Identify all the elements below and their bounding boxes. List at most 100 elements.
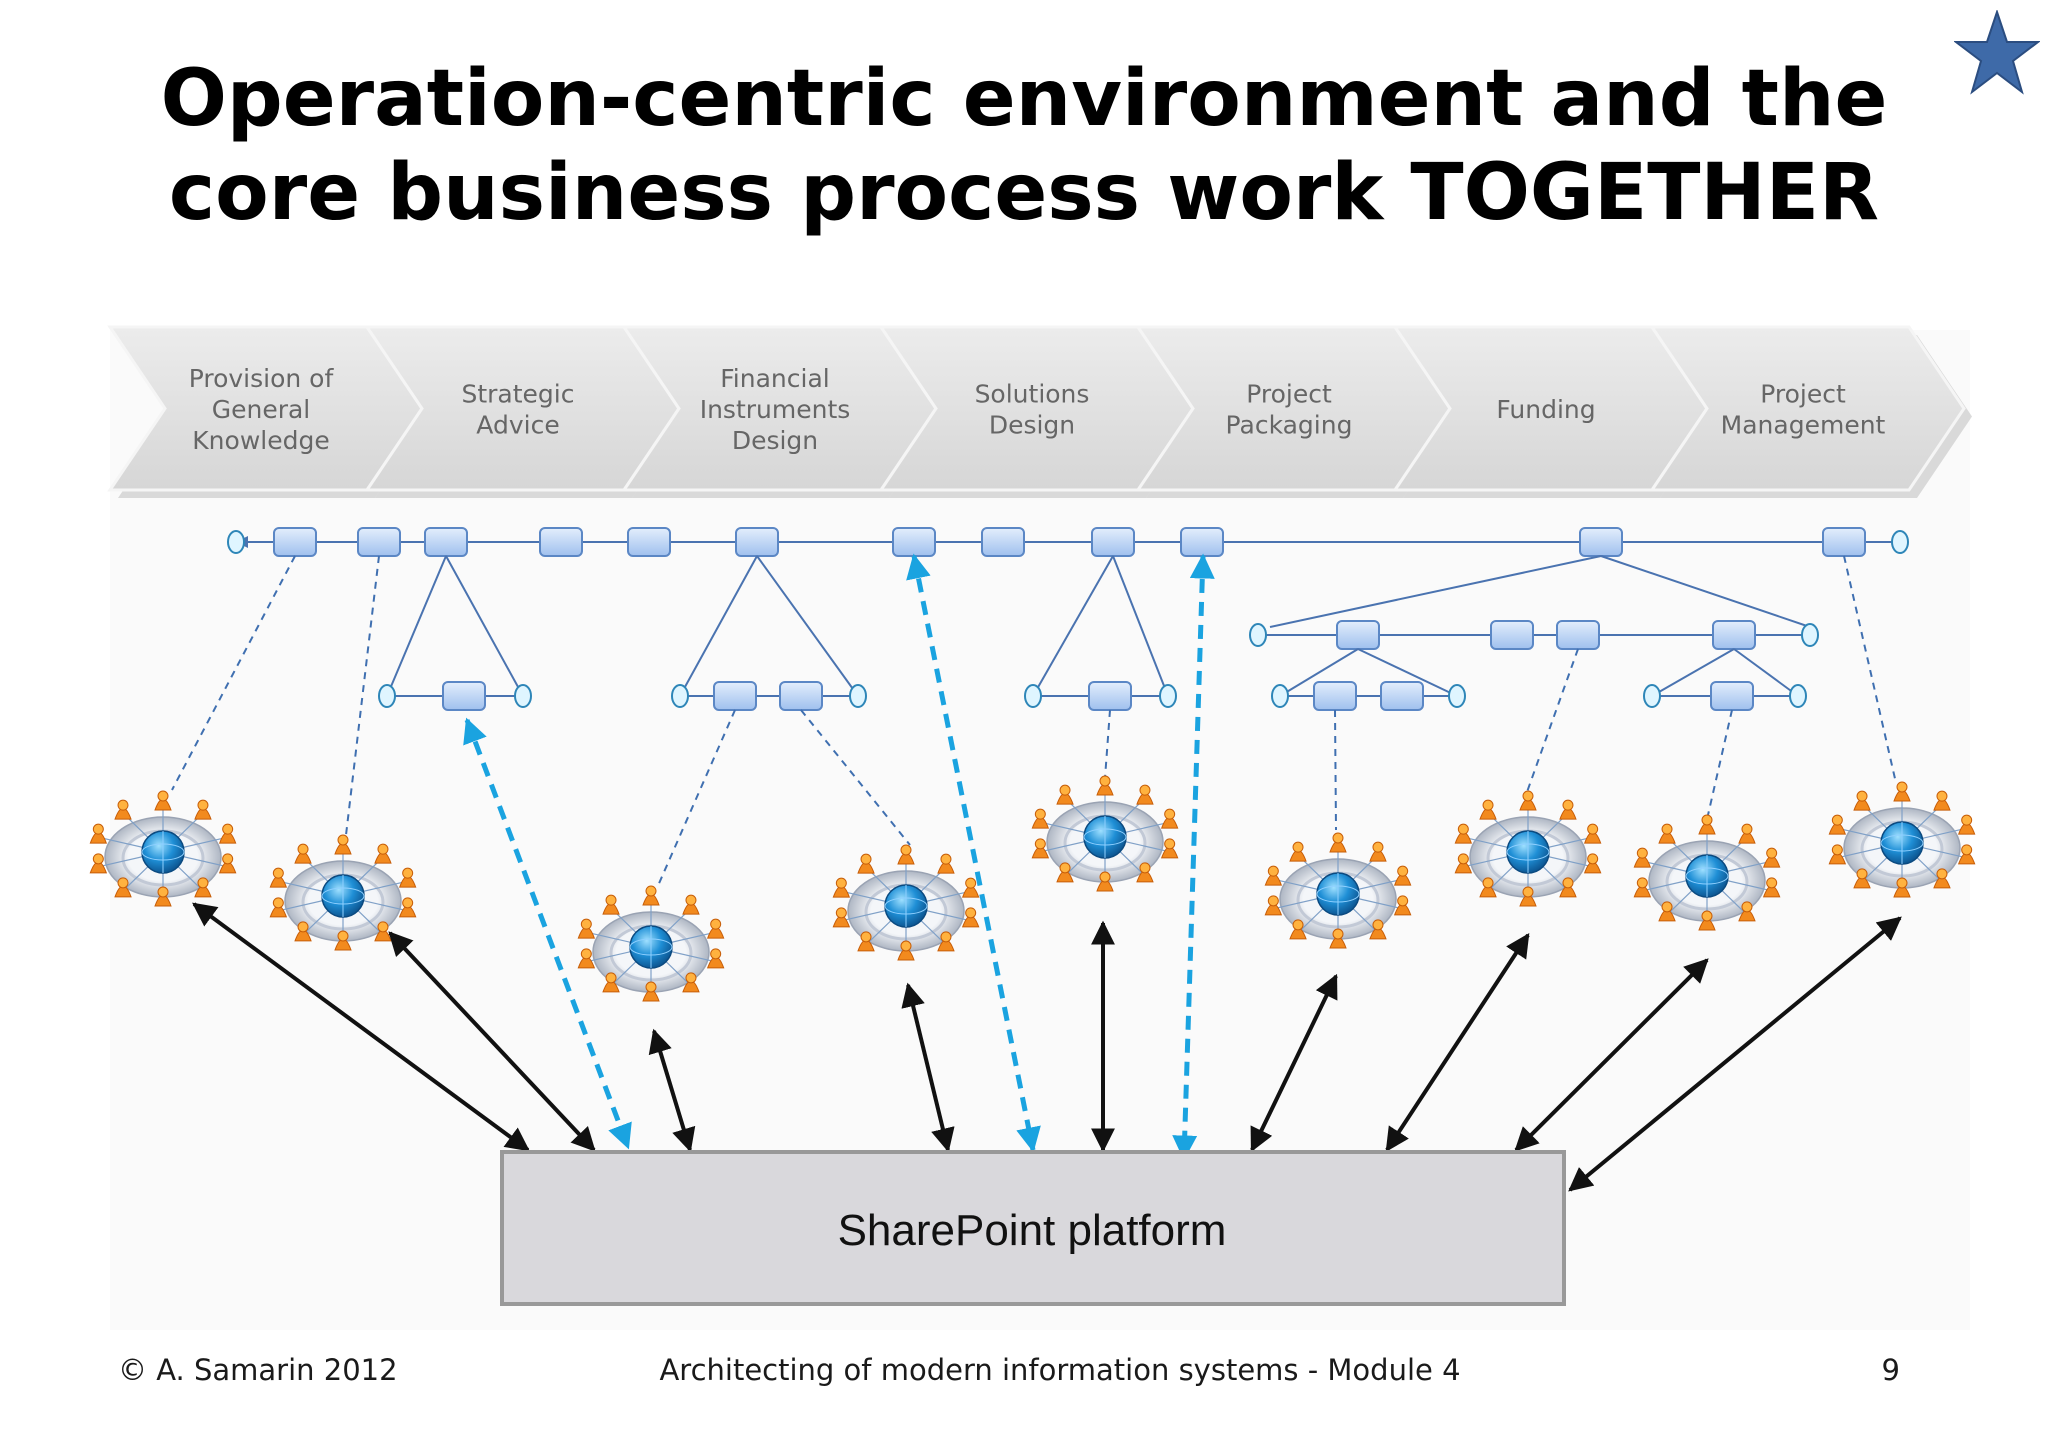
cluster-node-head [337, 834, 349, 846]
flow-line [1651, 648, 1735, 697]
chevron-label: Packaging [1226, 411, 1353, 440]
cluster-node-head [860, 931, 872, 943]
flow-line [1279, 648, 1359, 697]
cluster-node-head [1741, 901, 1753, 913]
task-box [1088, 681, 1132, 711]
cluster-node-head [1831, 814, 1843, 826]
event-circle [227, 530, 245, 554]
cluster-node-head [1059, 784, 1071, 796]
cluster-node-head [377, 921, 389, 933]
cluster-node-head [900, 940, 912, 952]
dashed-link [1104, 709, 1111, 779]
event-circle [1801, 623, 1819, 647]
event-circle [671, 684, 689, 708]
operation-cluster [1031, 775, 1179, 892]
chevron-label: Project [1246, 380, 1332, 409]
cluster-node-head [1636, 877, 1648, 889]
cluster-node-head [1701, 814, 1713, 826]
flow-line [756, 555, 859, 697]
process-link-arrow [906, 553, 1041, 1153]
cluster-node-head [605, 972, 617, 984]
star-icon [1954, 10, 2040, 95]
cluster-node-head [157, 790, 169, 802]
chevron-shape [1649, 325, 1966, 492]
cluster-node-head [1522, 790, 1534, 802]
cluster-node-head [1164, 838, 1176, 850]
event-circle [1448, 684, 1466, 708]
task-box [981, 527, 1025, 557]
cluster-node-head [1397, 865, 1409, 877]
dashed-link [171, 555, 296, 791]
page-number: 9 [1881, 1353, 1900, 1387]
cluster-node-head [1372, 841, 1384, 853]
task-box [539, 527, 583, 557]
cluster-node-head [1164, 808, 1176, 820]
cluster-node-head [685, 894, 697, 906]
cluster-node-head [377, 843, 389, 855]
cluster-node-head [1562, 877, 1574, 889]
flow-line [679, 555, 758, 697]
cluster-node-head [710, 948, 722, 960]
cluster-node-head [1661, 901, 1673, 913]
task-box [627, 527, 671, 557]
footer-course-title: Architecting of modern information syste… [659, 1353, 1461, 1387]
dashed-link [1707, 709, 1733, 816]
task-box [1313, 681, 1357, 711]
process-link-arrow [1172, 553, 1215, 1161]
flow-line [445, 555, 524, 697]
platform-arrows [192, 553, 1902, 1192]
cluster-node-head [1587, 823, 1599, 835]
event-circle [1249, 623, 1267, 647]
cluster-node-head [1099, 871, 1111, 883]
event-circle [1159, 684, 1177, 708]
cluster-node-head [645, 885, 657, 897]
cluster-node-head [222, 823, 234, 835]
chevron-label: Advice [476, 411, 559, 440]
operation-cluster [1828, 781, 1976, 898]
cluster-node-head [1766, 877, 1778, 889]
cluster-node-head [1482, 877, 1494, 889]
event-circle [378, 684, 396, 708]
chevron-label: Strategic [461, 380, 574, 409]
operation-cluster [1454, 790, 1602, 907]
cluster-node-head [940, 931, 952, 943]
cluster-node-head [272, 897, 284, 909]
cluster-node-head [1961, 814, 1973, 826]
flow-line [1600, 555, 1811, 628]
cluster-node-head [1587, 853, 1599, 865]
cluster-node-head [197, 799, 209, 811]
cluster-node-head [1099, 775, 1111, 787]
cluster-node-head [1936, 790, 1948, 802]
event-circle [1271, 684, 1289, 708]
cluster-node-head [1896, 877, 1908, 889]
chevron-label: Instruments [700, 395, 851, 424]
cluster-node-head [1701, 910, 1713, 922]
task-box [1712, 620, 1756, 650]
process-flows [227, 527, 1909, 711]
flow-line [386, 555, 447, 697]
chevron-label: Design [989, 411, 1075, 440]
task-box [892, 527, 936, 557]
chevron-label: General [212, 395, 311, 424]
cluster-node-head [92, 853, 104, 865]
task-box [1380, 681, 1424, 711]
sharepoint-platform: SharePoint platform [500, 1150, 1566, 1306]
platform-label: SharePoint platform [838, 1206, 1227, 1255]
cluster-node-head [1562, 799, 1574, 811]
task-box [357, 527, 401, 557]
cluster-node-head [1856, 868, 1868, 880]
cluster-node-head [272, 867, 284, 879]
cluster-node-head [222, 853, 234, 865]
platform-box [500, 1150, 1566, 1306]
chevron-label: Solutions [975, 380, 1090, 409]
cluster-node-head [1522, 886, 1534, 898]
chevron-label: Project [1760, 380, 1846, 409]
cluster-node-head [580, 918, 592, 930]
cluster-node-head [1332, 928, 1344, 940]
platform-link-arrow [1568, 916, 1902, 1192]
cluster-node-head [1139, 862, 1151, 874]
platform-link-arrow [648, 1028, 696, 1153]
